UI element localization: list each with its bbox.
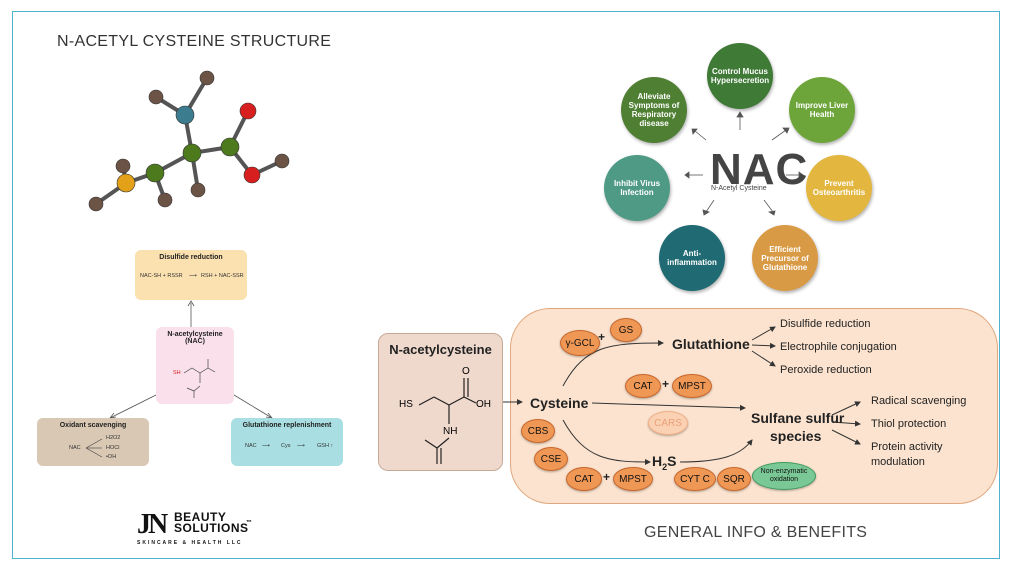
- h2s-label: H2S: [652, 453, 676, 472]
- glut-repl-title: Glutathione replenishment: [242, 422, 332, 429]
- enzyme-cytc: CYT C: [674, 467, 716, 491]
- sulfane-outcome: modulation: [871, 456, 925, 468]
- plus-sign: +: [598, 330, 606, 344]
- nac-oh-label: OH: [476, 399, 491, 410]
- benefit-circle-virus: Inhibit Virus Infection: [604, 155, 670, 221]
- enzyme-cat-1: CAT: [625, 374, 661, 398]
- benefit-circle-respiratory: Alleviate Symptoms of Respiratory diseas…: [621, 77, 687, 143]
- nac-box-title-line1: N-acetylcysteine: [167, 331, 223, 338]
- oxidant-nac-label: NAC: [69, 445, 81, 451]
- glut-outcome: Disulfide reduction: [780, 318, 871, 330]
- plus-sign: +: [662, 377, 670, 391]
- glut-repl-arrow-2: ⟶: [297, 443, 305, 449]
- benefit-label: Improve Liver Health: [795, 101, 849, 119]
- enzyme-mpst-1: MPST: [672, 374, 712, 398]
- nac-skeletal-structure: [418, 378, 477, 464]
- nac-nh-label: NH: [443, 426, 458, 437]
- sulfane-label-line2: species: [770, 428, 822, 444]
- structure-title: N-ACETYL CYSTEINE STRUCTURE: [57, 33, 332, 50]
- benefit-label: Efficient Precursor of Glutathione: [761, 244, 809, 272]
- nac-panel-title: N-acetylcysteine: [389, 342, 492, 357]
- enzyme-mpst-2: MPST: [613, 467, 653, 491]
- glut-repl-cys: Cys: [281, 443, 291, 449]
- nac-hs-label: HS: [399, 399, 413, 410]
- disulfide-eq-left: NAC-SH + RSSR: [140, 273, 183, 279]
- benefit-circle-liver: Improve Liver Health: [789, 77, 855, 143]
- benefit-label: Prevent Osteoarthritis: [812, 179, 866, 197]
- nac-box-title-line2: (NAC): [185, 338, 205, 345]
- enzyme-cars: CARS: [648, 411, 688, 435]
- glutathione-replenishment-box: Glutathione replenishment NAC ⟶ Cys ⟶ GS…: [231, 418, 343, 466]
- nac-structure-panel: N-acetylcysteine HS O OH NH: [378, 333, 503, 471]
- enzyme-ygcl: γ-GCL: [560, 330, 600, 356]
- enzyme-cbs: CBS: [521, 419, 555, 443]
- benefit-circle-glutathione-precursor: Efficient Precursor of Glutathione: [752, 225, 818, 291]
- oxidant-arrows: [85, 438, 103, 458]
- oxidant-product-2: HOCl: [106, 445, 120, 451]
- h2s-h: H: [652, 453, 663, 469]
- enzyme-sqr: SQR: [717, 467, 751, 491]
- sulfane-outcome: Radical scavenging: [871, 395, 967, 407]
- cysteine-label: Cysteine: [530, 395, 589, 411]
- frame-border: [12, 11, 1000, 559]
- glutathione-label: Glutathione: [672, 336, 750, 352]
- nac-sh-label: SH: [173, 370, 181, 376]
- nac-center-box: N-acetylcysteine (NAC) SH: [156, 327, 234, 404]
- glut-outcome: Electrophile conjugation: [780, 341, 897, 353]
- benefit-label: Alleviate Symptoms of Respiratory diseas…: [628, 92, 680, 128]
- enzyme-cse: CSE: [534, 447, 568, 471]
- general-info-title: GENERAL INFO & BENEFITS: [644, 524, 868, 541]
- enzyme-gs: GS: [610, 318, 642, 342]
- h2s-s: S: [667, 453, 677, 469]
- sulfane-outcome: Protein activity: [871, 441, 943, 453]
- oxidant-scavenging-box: Oxidant scavenging NAC H2O2 HOCl •OH: [37, 418, 149, 466]
- h2s-subscript: 2: [662, 461, 668, 472]
- glut-repl-gsh: GSH ↑: [317, 443, 334, 449]
- sulfane-outcome: Thiol protection: [871, 418, 947, 430]
- glut-repl-arrow-1: ⟶: [262, 443, 270, 449]
- logo-tagline: SKINCARE & HEALTH LLC: [137, 540, 243, 546]
- oxidant-product-3: •OH: [106, 454, 117, 460]
- benefit-circle-mucus: Control Mucus Hypersecretion: [707, 43, 773, 109]
- oxidant-product-1: H2O2: [106, 435, 121, 441]
- benefits-center-subtitle: N-Acetyl Cysteine: [711, 185, 767, 192]
- benefit-label: Anti-inflammation: [667, 249, 717, 267]
- benefit-circle-anti-inflammation: Anti-inflammation: [659, 225, 725, 291]
- logo-line1: BEAUTY: [174, 510, 227, 524]
- plus-sign: +: [603, 470, 611, 484]
- nac-small-structure: [183, 359, 216, 398]
- sulfane-label-line1: Sulfane sulfur: [751, 410, 845, 426]
- molecule-3d-image: [88, 70, 290, 212]
- disulfide-eq-right: RSH + NAC-SSR: [201, 273, 244, 279]
- enzyme-cat-2: CAT: [566, 467, 602, 491]
- disulfide-arrow: ⟶: [189, 273, 197, 279]
- glut-repl-nac: NAC: [245, 443, 257, 449]
- benefit-label: Inhibit Virus Infection: [613, 179, 661, 197]
- disulfide-title: Disulfide reduction: [159, 254, 223, 261]
- benefit-circle-osteoarthritis: Prevent Osteoarthritis: [806, 155, 872, 221]
- disulfide-reduction-box: Disulfide reduction NAC-SH + RSSR ⟶ RSH …: [135, 250, 247, 300]
- benefits-center-title: NAC: [710, 145, 809, 194]
- glut-outcome: Peroxide reduction: [780, 364, 872, 376]
- logo-tm: ™: [246, 520, 252, 526]
- oxidant-title: Oxidant scavenging: [59, 422, 127, 429]
- nac-o-label: O: [462, 366, 470, 377]
- logo-initials: JN: [137, 509, 168, 540]
- benefit-label: Control Mucus Hypersecretion: [710, 67, 770, 85]
- logo-line2: SOLUTIONS: [174, 521, 249, 535]
- non-enzymatic-oxidation: Non-enzymatic oxidation: [752, 462, 816, 490]
